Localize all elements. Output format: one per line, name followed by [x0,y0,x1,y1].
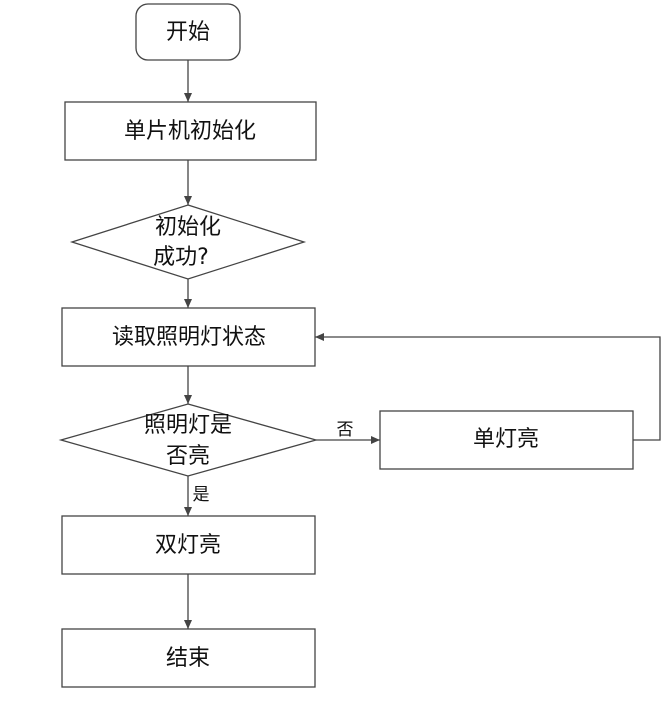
double-light-node [61,515,316,575]
end-node [61,628,316,688]
read-light-node-label: 读取照明灯状态 [112,325,266,350]
init-ok-decision-label-line2: 成功? [153,245,209,270]
single-light-node-label: 单灯亮 [473,427,539,452]
init-node [64,101,317,161]
double-light-node-label: 双灯亮 [155,533,221,558]
light-on-decision-label-line1: 照明灯是 [144,413,232,438]
single-light-node [379,410,634,470]
init-node-label: 单片机初始化 [124,119,256,144]
start-node-label: 开始 [166,20,210,45]
no-branch-label: 否 [337,420,354,440]
light-on-decision-label-line2: 否亮 [166,444,210,469]
arrow-loop-back-to-read [315,333,661,441]
yes-branch-label: 是 [193,485,210,505]
read-light-node [61,307,316,367]
init-ok-decision-label-line1: 初始化 [155,215,221,240]
end-node-label: 结束 [166,646,210,671]
